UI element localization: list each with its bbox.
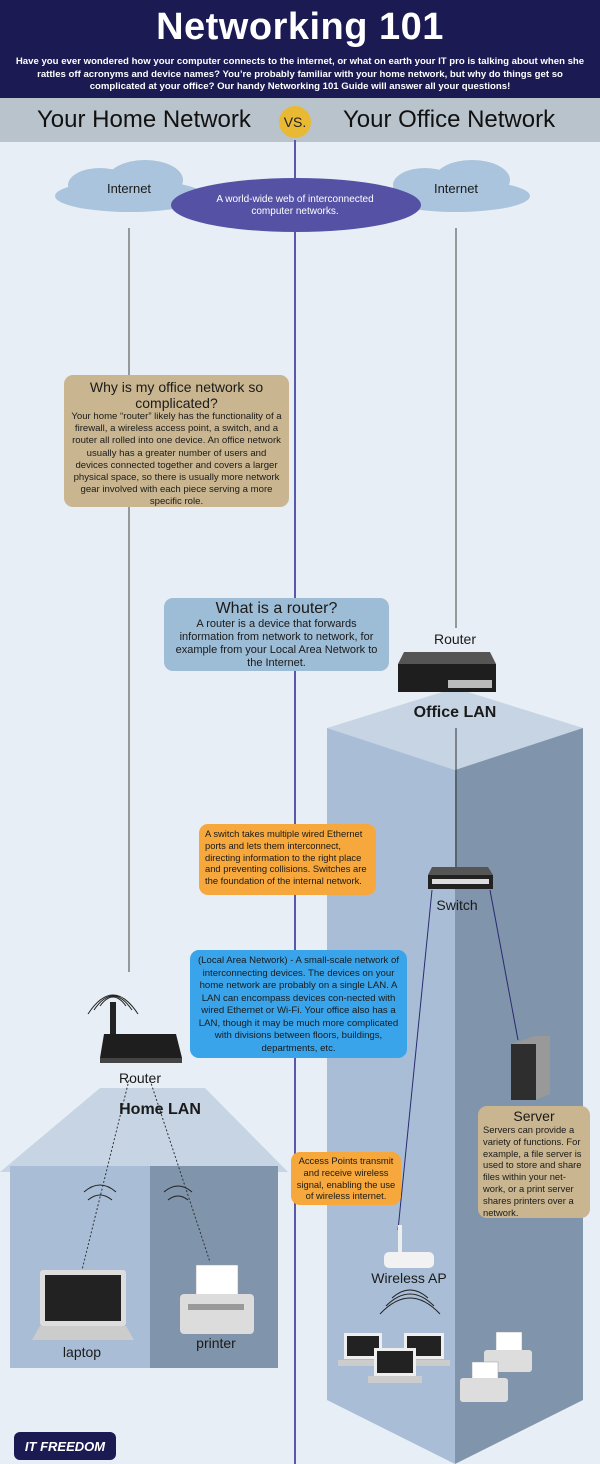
switch-icon [428, 867, 493, 889]
home-lan-label: Home LAN [119, 1101, 201, 1118]
office-router-label: Router [433, 631, 477, 647]
internet-left-label: Internet [106, 181, 152, 196]
server-title: Server [513, 1108, 555, 1124]
internet-definition-ellipse [171, 178, 421, 232]
router-box-body: A router is a device that forwards infor… [175, 618, 378, 669]
server-info-box: Server Servers can provide a variety of … [478, 1106, 590, 1218]
printer-label: printer [196, 1335, 236, 1351]
switch-info-box: A switch takes multiple wired Ethernet p… [199, 824, 376, 895]
home-router-label: Router [118, 1070, 162, 1086]
office-building-left [327, 728, 455, 1464]
internet-definition: A world-wide web of interconnected compu… [216, 194, 374, 217]
office-lan-label: Office LAN [413, 704, 497, 721]
why-complicated-box: Why is my office network so complicated?… [64, 375, 289, 507]
why-box-body: Your home “router” likely has the functi… [71, 411, 282, 508]
vs-badge: VS. [279, 106, 311, 138]
router-laptop-link [81, 1079, 130, 1271]
switch-label: Switch [436, 897, 478, 913]
office-laptops-icon [338, 1333, 450, 1383]
internet-right-label: Internet [433, 181, 479, 196]
printer-icon [180, 1264, 254, 1334]
office-printers-icon [460, 1331, 532, 1402]
access-point-info-box: Access Points transmit and receive wirel… [291, 1152, 401, 1205]
house-roof [0, 1088, 288, 1172]
why-box-title: Why is my office network so complicated? [89, 379, 264, 411]
office-network-heading: Your Office Network [343, 106, 556, 133]
intro-text: Have you ever wondered how your computer… [15, 56, 585, 92]
office-building-top [327, 688, 583, 770]
laptop-label: laptop [62, 1344, 102, 1360]
wifi-signal-icon [83, 1184, 193, 1201]
laptop-icon [32, 1270, 134, 1340]
page-title: Networking 101 [156, 6, 444, 48]
wireless-ap-icon [379, 1225, 441, 1315]
home-router-icon [87, 994, 182, 1063]
switch-server-line [489, 889, 519, 1041]
server-icon [511, 1036, 550, 1100]
office-router-icon [398, 652, 496, 692]
router-box-title: What is a router? [215, 600, 338, 617]
server-body: Servers can provide a variety of functio… [483, 1124, 582, 1218]
cloud-left-icon [55, 160, 205, 212]
wireless-ap-label: Wireless AP [371, 1270, 447, 1286]
switch-ap-line [397, 889, 433, 1231]
header: Networking 101 Have you ever wondered ho… [0, 0, 600, 98]
it-freedom-logo: IT FREEDOM [14, 1432, 116, 1460]
svg-text:IT FREEDOM: IT FREEDOM [25, 1439, 106, 1454]
what-is-router-box: What is a router? A router is a device t… [164, 598, 389, 671]
lan-info-box: (Local Area Network) - A small-scale net… [190, 950, 407, 1058]
home-network-heading: Your Home Network [37, 106, 251, 133]
